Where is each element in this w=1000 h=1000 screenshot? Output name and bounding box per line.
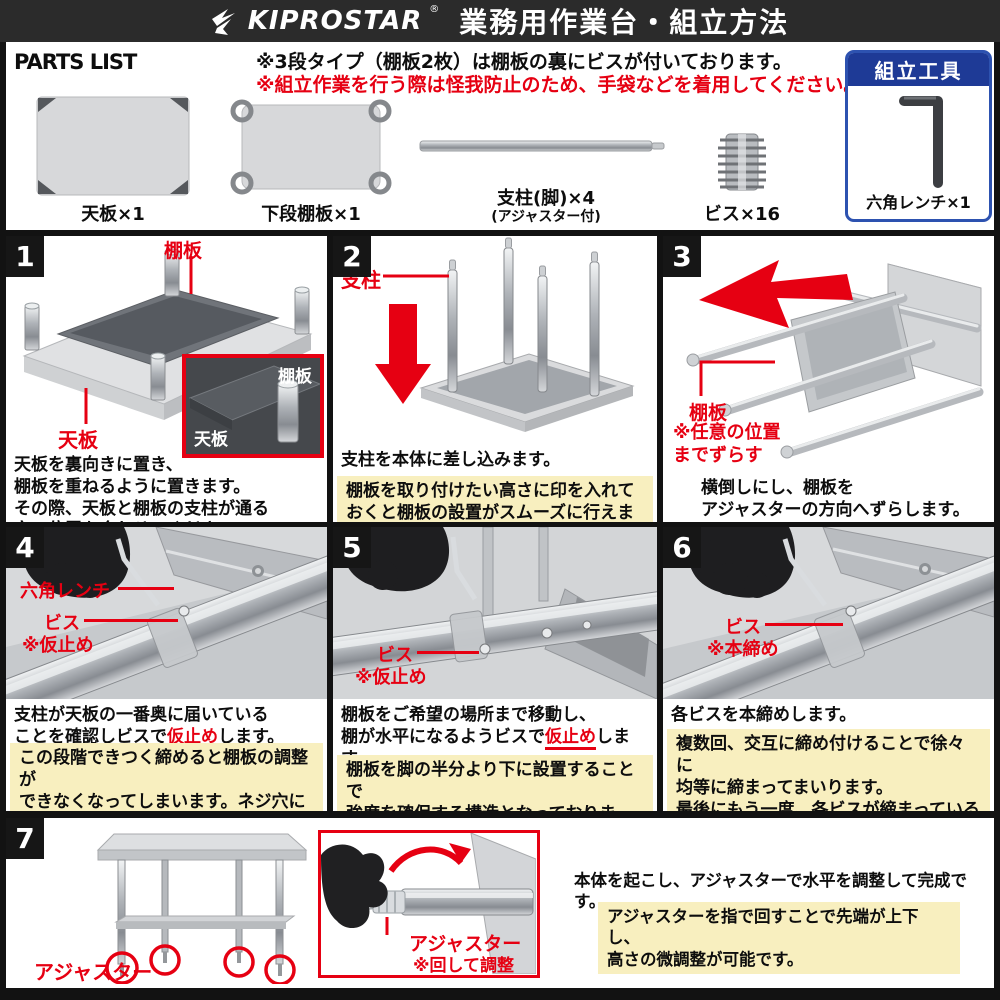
step-4-wrench-label: 六角レンチ (20, 581, 110, 602)
step-4-temp-note: ※仮止め (22, 635, 94, 656)
step-5-screw-line (417, 651, 479, 654)
step-5-panel: 5 (333, 527, 657, 811)
step-3-note-label: ※任意の位置 までずらす (673, 422, 781, 466)
step-4-caption: 支柱が天板の一番奥に届いている ことを確認しビスで仮止めします。 (14, 705, 285, 750)
step-5-number: 5 (333, 527, 371, 568)
step-7-callout: アジャスターを指で回すことで先端が上下し、 高さの微調整が可能です。 (598, 902, 960, 975)
step-4-wrench-line (118, 587, 174, 590)
page-title: 業務用作業台・組立方法 (459, 6, 790, 39)
step-5-text-before: 棚板をご希望の場所まで移動し、 棚が水平になるようビスで (341, 705, 596, 747)
post-sublabel: (アジャスター付) (491, 209, 601, 225)
parts-warning-note: ※組立作業を行う際は怪我防止のため、手袋などを着用してください。 (256, 74, 863, 96)
header-bar: KIPROSTAR ® 業務用作業台・組立方法 (0, 0, 1000, 42)
registered-mark: ® (429, 4, 440, 15)
step-7-number: 7 (6, 818, 44, 859)
step-7-table-illustration (66, 822, 336, 984)
step-1-inset-shelf-label: 棚板 (278, 367, 312, 387)
step-2-panel: 2 (333, 236, 657, 522)
page-border-left (0, 42, 6, 232)
step-5-screw-label: ビス (377, 645, 413, 666)
step-6-screw-label: ビス (725, 617, 761, 638)
step-1-topplate-label: 天板 (58, 428, 98, 452)
step-3-illustration (663, 236, 994, 474)
step-5-temp-note: ※仮止め (355, 667, 427, 688)
assembly-tool-box: 組立工具 六角レンチ×1 (845, 50, 992, 222)
lower-shelf-label: 下段棚板×1 (261, 204, 361, 225)
hex-wrench-icon (886, 93, 956, 189)
parts-list-heading: PARTS LIST (14, 50, 137, 74)
step-7-caption: 本体を起こし、アジャスターで水平を調整して完成です。 (574, 871, 968, 912)
step-5-callout: 棚板を脚の半分より下に設置することで 強度を確保する構造となっております。 (337, 755, 653, 811)
step-1-inset: 棚板 天板 (182, 354, 324, 458)
top-plate-image (34, 94, 192, 198)
step-6-photo (663, 527, 994, 699)
top-plate-label: 天板×1 (81, 204, 145, 225)
step-4-screw-line (84, 619, 178, 622)
step-6-screw-line (765, 623, 843, 626)
screw-image (714, 130, 770, 194)
step-4-photo (6, 527, 327, 699)
step-1-shelf-label: 棚板 (164, 240, 203, 262)
step-4-callout: この段階できつく締めると棚板の調整が できなくなってしまいます。ネジ穴に対し ま… (10, 743, 323, 811)
step-2-number: 2 (333, 236, 371, 277)
steps-grid: 1 (0, 230, 1000, 1000)
step-4-text-red: 仮止め (167, 726, 218, 750)
step-7-inset-adjuster-label: アジャスター (409, 933, 522, 955)
parts-note: ※3段タイプ（棚板2枚）は棚板の裏にビスが付いております。 (256, 51, 792, 73)
step-6-caption: 各ビスを本締めします。 (671, 705, 857, 725)
step-7-inset-turn-note: ※回して調整 (413, 956, 515, 976)
step-4-number: 4 (6, 527, 44, 568)
step-1-panel: 1 (6, 236, 327, 522)
step-6-number: 6 (663, 527, 701, 568)
step-4-panel: 4 (6, 527, 327, 811)
kiprostar-logo-icon (211, 9, 241, 35)
brand-logo: KIPROSTAR ® (211, 1, 440, 41)
step-1-number: 1 (6, 236, 44, 277)
step-3-number: 3 (663, 236, 701, 277)
step-6-panel: 6 (663, 527, 994, 811)
step-7-inset: アジャスター ※回して調整 (318, 830, 540, 978)
page-border-right (994, 42, 1000, 232)
step-2-callout: 棚板を取り付けたい高さに印を入れて おくと棚板の設置がスムーズに行えます。 (337, 476, 653, 522)
step-6-final-note: ※本締め (707, 639, 779, 660)
step-6-callout: 複数回、交互に締め付けることで徐々に 均等に締まってまいります。 最後にもう一度… (667, 729, 990, 811)
step-4-text-after: します。 (218, 726, 285, 747)
step-4-screw-label: ビス (44, 613, 80, 634)
screw-label: ビス×16 (703, 204, 781, 225)
step-7-adjuster-label: アジャスター (34, 960, 153, 984)
step-4-text-before: 支柱が天板の一番奥に届いている ことを確認しビスで (14, 705, 269, 747)
post-label: 支柱(脚)×4 (496, 188, 596, 209)
lower-shelf-image (228, 97, 394, 197)
step-7-panel: 7 (6, 818, 994, 988)
step-2-caption: 支柱を本体に差し込みます。 (341, 450, 561, 470)
step-5-text-red: 仮止め (545, 726, 596, 750)
brand-name: KIPROSTAR (247, 6, 423, 36)
parts-list-section: PARTS LIST ※3段タイプ（棚板2枚）は棚板の裏にビスが付いております。… (6, 42, 994, 230)
step-2-illustration (333, 236, 657, 446)
hex-wrench-label: 六角レンチ×1 (866, 193, 971, 212)
assembly-tool-heading: 組立工具 (848, 53, 989, 86)
step-3-shelf-label: 棚板 (689, 402, 728, 424)
step-3-panel: 3 (663, 236, 994, 522)
step-5-photo (333, 527, 657, 699)
step-1-inset-topplate-label: 天板 (194, 430, 228, 450)
post-image (418, 137, 668, 155)
step-3-caption: 横倒しにし、棚板を アジャスターの方向へずらします。 (701, 478, 970, 520)
step-1-caption: 天板を裏向きに置き、 棚板を重ねるように置きます。 その際、天板と棚板の支柱が通… (14, 455, 269, 522)
